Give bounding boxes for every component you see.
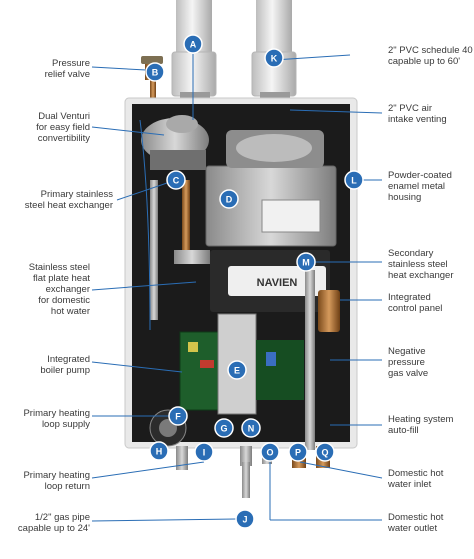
- svg-text:F: F: [175, 412, 181, 422]
- svg-text:C: C: [173, 176, 180, 186]
- badge-o: O: [260, 442, 280, 462]
- badge-g: G: [214, 418, 234, 438]
- svg-text:L: L: [351, 176, 357, 186]
- badge-j: J: [235, 509, 255, 529]
- svg-text:M: M: [302, 258, 310, 268]
- svg-text:G: G: [220, 424, 227, 434]
- callout-badges: A B C D E F G H I J K L M N O P Q: [145, 34, 364, 529]
- svg-text:H: H: [156, 447, 163, 457]
- badge-i: I: [194, 442, 214, 462]
- badge-p: P: [288, 442, 308, 462]
- internal-piping: [139, 119, 340, 450]
- svg-text:A: A: [190, 40, 197, 50]
- svg-text:Q: Q: [321, 448, 328, 458]
- badge-h: H: [149, 441, 169, 461]
- badge-a: A: [183, 34, 203, 54]
- control-board: [179, 313, 304, 415]
- leader-lines: [91, 54, 383, 522]
- badge-e: E: [227, 360, 247, 380]
- svg-text:J: J: [242, 515, 247, 525]
- brand-logo: NAVIEN: [257, 277, 298, 289]
- svg-text:N: N: [248, 424, 255, 434]
- badge-b: B: [145, 62, 165, 82]
- svg-text:O: O: [266, 448, 273, 458]
- badge-n: N: [241, 418, 261, 438]
- dual-venturi: [141, 115, 209, 170]
- svg-text:K: K: [271, 54, 278, 64]
- badge-f: F: [168, 406, 188, 426]
- badge-l: L: [344, 170, 364, 190]
- primary-heat-exchanger: [205, 130, 337, 247]
- badge-m: M: [296, 252, 316, 272]
- svg-text:I: I: [203, 448, 206, 458]
- badge-q: Q: [315, 442, 335, 462]
- svg-text:E: E: [234, 366, 240, 376]
- svg-text:B: B: [152, 68, 159, 78]
- svg-text:D: D: [226, 195, 233, 205]
- badge-k: K: [264, 48, 284, 68]
- svg-text:P: P: [295, 448, 301, 458]
- badge-c: C: [166, 170, 186, 190]
- badge-d: D: [219, 189, 239, 209]
